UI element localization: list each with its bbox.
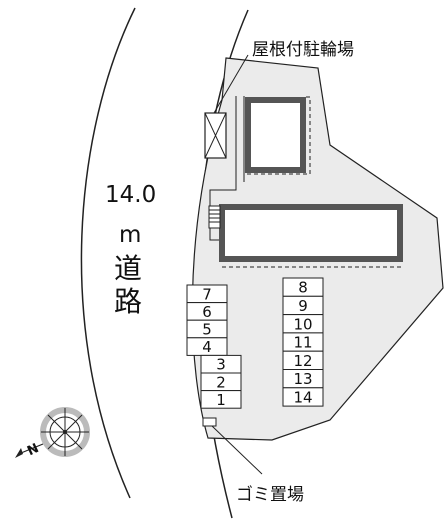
bike-parking-leader: [213, 54, 249, 114]
garbage-leader: [211, 425, 263, 475]
compass-center: [63, 430, 67, 434]
bike-parking-label: 屋根付駐輪場: [252, 40, 354, 60]
stairs: [208, 205, 221, 229]
parking-slot-number: 7: [202, 285, 212, 303]
parking-slot-number: 6: [202, 303, 212, 321]
road-width-label: 14.0: [105, 182, 156, 208]
building-main: [219, 204, 403, 262]
garbage-area: [202, 417, 217, 427]
compass-needle-icon: [15, 448, 23, 458]
compass-letter: N: [25, 441, 41, 459]
walkway: [209, 96, 245, 241]
road-unit-label: m: [119, 222, 141, 248]
road-name-line2: 路: [114, 285, 142, 318]
parking-slot-number: 1: [216, 391, 226, 409]
parking-slot-number: 3: [216, 356, 226, 374]
parking-slot-number: 8: [298, 279, 308, 297]
bike-parking-box: [204, 112, 227, 159]
parking-slot-number: 11: [293, 334, 312, 352]
parking-slot-number: 13: [293, 370, 312, 388]
building-upper-outline: [246, 96, 311, 175]
compass: [15, 407, 90, 458]
garbage-label: ゴミ置場: [236, 484, 304, 505]
parking-slot-left-box: [200, 390, 242, 409]
parking-slot-number: 2: [216, 373, 226, 391]
road-name-line1: 道: [114, 252, 142, 285]
parking-slot-number: 5: [202, 321, 212, 339]
road-boundary-left: [80, 7, 136, 499]
parking-slot-number: 10: [293, 315, 312, 333]
parking-slot-right-box: [282, 387, 324, 407]
building-upper: [245, 97, 306, 173]
parking-slot-number: 12: [293, 352, 312, 370]
parking-slot-number: 9: [298, 297, 308, 315]
parking-slot-number: 14: [293, 388, 312, 406]
parking-slot-number: 4: [202, 338, 212, 356]
